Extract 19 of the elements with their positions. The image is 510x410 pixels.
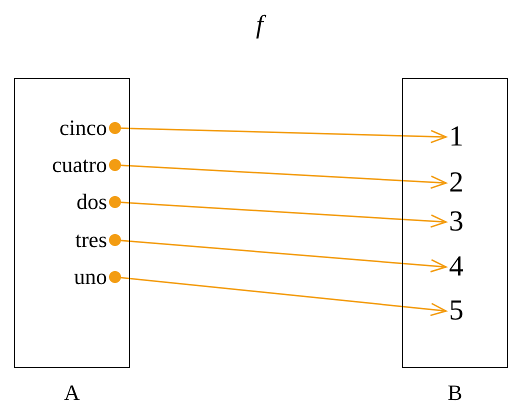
- element-label: 2: [449, 168, 464, 198]
- element-label: dos: [76, 191, 107, 213]
- element-label: 3: [449, 208, 464, 236]
- arrow: [109, 122, 447, 144]
- arrow: [109, 196, 447, 228]
- element-label: uno: [74, 266, 107, 288]
- set-box: [402, 78, 508, 368]
- element-label: 1: [449, 122, 464, 152]
- element-label: 5: [449, 296, 464, 326]
- arrow: [109, 271, 447, 316]
- arrow: [109, 234, 447, 272]
- arrow: [109, 159, 447, 189]
- element-label: 4: [449, 252, 464, 282]
- set-label: B: [446, 382, 464, 404]
- element-label: cuatro: [52, 154, 107, 176]
- set-box: [14, 78, 130, 368]
- element-label: cinco: [59, 117, 107, 139]
- element-label: tres: [75, 229, 107, 251]
- set-label: A: [63, 382, 81, 404]
